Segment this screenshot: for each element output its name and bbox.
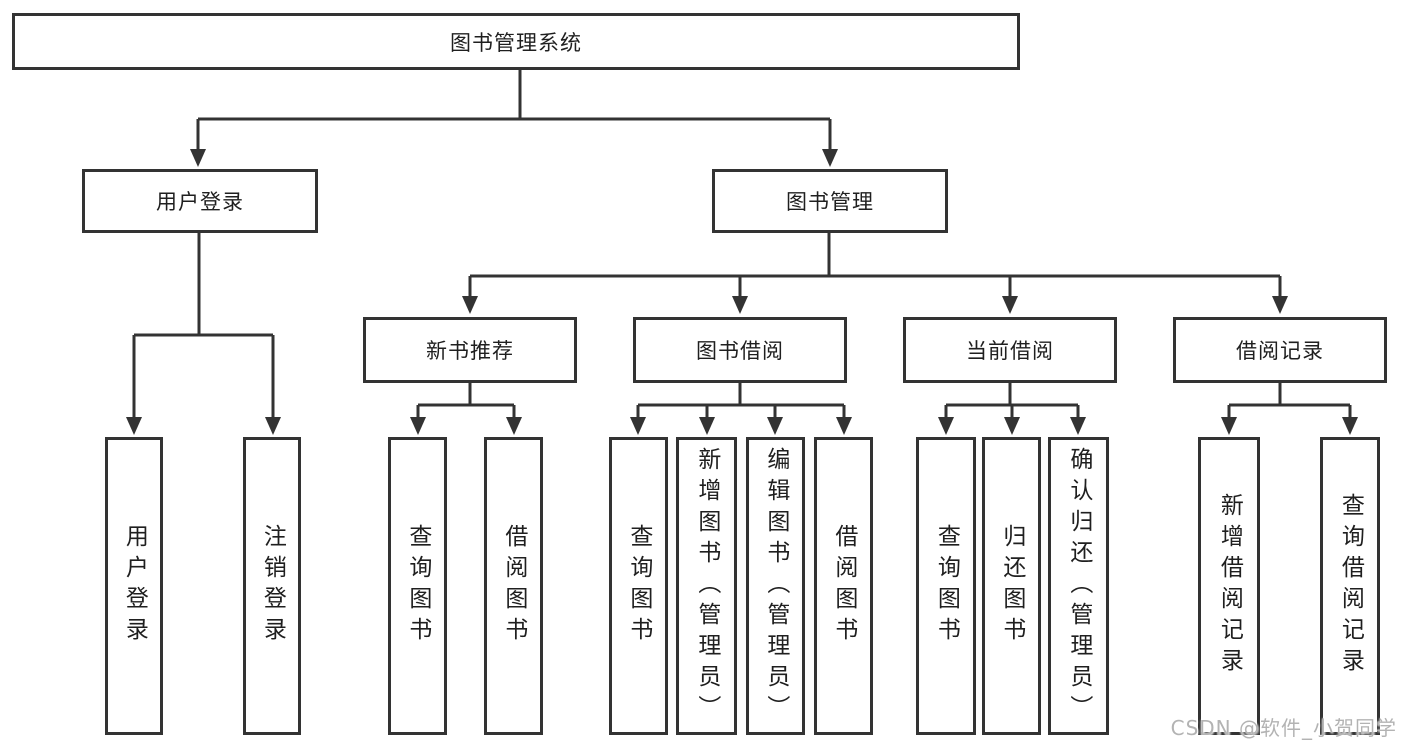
leaf-user-login: 用户登录 xyxy=(105,437,163,735)
node-root: 图书管理系统 xyxy=(12,13,1020,70)
leaf-label: 新增图书（管理员） xyxy=(693,446,720,726)
node-book-borrowing: 图书借阅 xyxy=(633,317,847,383)
leaf-add-book-admin: 新增图书（管理员） xyxy=(676,437,737,735)
node-new-book-recommendation: 新书推荐 xyxy=(363,317,577,383)
leaf-query-books-recommend: 查询图书 xyxy=(388,437,447,735)
root-label: 图书管理系统 xyxy=(450,30,582,55)
node-book-management: 图书管理 xyxy=(712,169,948,233)
leaf-label: 编辑图书（管理员） xyxy=(762,446,789,726)
csdn-watermark: CSDN @软件_小贺同学 xyxy=(1170,716,1397,740)
leaf-label: 借阅图书 xyxy=(500,524,527,648)
leaf-add-borrow-record: 新增借阅记录 xyxy=(1198,437,1260,735)
leaf-label: 新增借阅记录 xyxy=(1216,493,1243,679)
node-label: 借阅记录 xyxy=(1236,339,1324,363)
leaf-label: 确认归还（管理员） xyxy=(1065,446,1092,726)
leaf-label: 查询图书 xyxy=(404,524,431,648)
leaf-query-books-borrow: 查询图书 xyxy=(609,437,668,735)
leaf-query-borrow-record: 查询借阅记录 xyxy=(1320,437,1380,735)
node-borrowing-records: 借阅记录 xyxy=(1173,317,1387,383)
node-user-login: 用户登录 xyxy=(82,169,318,233)
node-label: 用户登录 xyxy=(156,190,244,214)
node-label: 新书推荐 xyxy=(426,339,514,363)
leaf-label: 用户登录 xyxy=(121,524,148,648)
node-label: 图书借阅 xyxy=(696,339,784,363)
node-label: 图书管理 xyxy=(786,190,874,214)
leaf-confirm-return-admin: 确认归还（管理员） xyxy=(1048,437,1109,735)
leaf-label: 注销登录 xyxy=(259,524,286,648)
leaf-label: 查询图书 xyxy=(625,524,652,648)
node-label: 当前借阅 xyxy=(966,339,1054,363)
leaf-borrow-books: 借阅图书 xyxy=(814,437,873,735)
leaf-logout: 注销登录 xyxy=(243,437,301,735)
leaf-borrow-books-recommend: 借阅图书 xyxy=(484,437,543,735)
leaf-label: 归还图书 xyxy=(998,524,1025,648)
leaf-query-books-current: 查询图书 xyxy=(916,437,976,735)
leaf-return-book: 归还图书 xyxy=(982,437,1041,735)
leaf-label: 借阅图书 xyxy=(830,524,857,648)
node-current-borrowing: 当前借阅 xyxy=(903,317,1117,383)
leaf-label: 查询借阅记录 xyxy=(1337,493,1364,679)
leaf-label: 查询图书 xyxy=(933,524,960,648)
arrow-down-icons xyxy=(126,149,1358,435)
leaf-edit-book-admin: 编辑图书（管理员） xyxy=(746,437,805,735)
